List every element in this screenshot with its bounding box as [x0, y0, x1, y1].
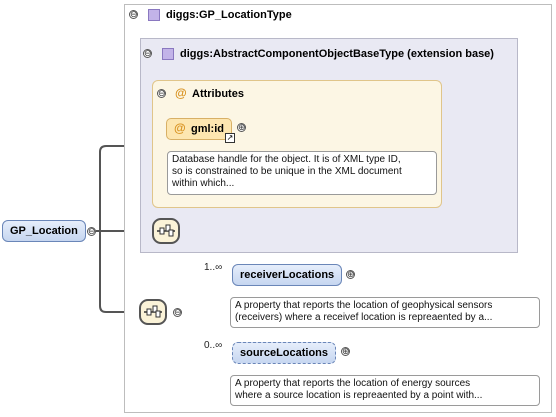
- type-title: diggs:GP_LocationType: [166, 9, 292, 21]
- element-receiver-locations[interactable]: receiverLocations: [232, 264, 343, 286]
- doc-line: A property that reports the location of …: [235, 300, 493, 311]
- attribute-expand-toggle[interactable]: ⊕: [237, 122, 246, 132]
- reference-arrow-icon[interactable]: ↗: [225, 133, 235, 143]
- attributes-collapse-toggle[interactable]: ⊖: [157, 88, 166, 98]
- extension-title: diggs:AbstractComponentObjectBaseType (e…: [180, 48, 494, 60]
- extension-type-icon: [162, 48, 174, 60]
- receiver-documentation: A property that reports the location of …: [230, 297, 540, 328]
- root-collapse-toggle[interactable]: ⊖: [87, 226, 96, 236]
- element-source-locations[interactable]: sourceLocations: [232, 342, 337, 364]
- doc-line: within which...: [172, 178, 235, 189]
- attribute-icon: @: [174, 121, 186, 135]
- attribute-gml-id[interactable]: [166, 118, 232, 140]
- attribute-group-icon: @: [175, 86, 187, 100]
- source-documentation: A property that reports the location of …: [230, 375, 540, 406]
- sequence-compositor-icon[interactable]: [152, 218, 180, 244]
- cardinality-label: 0..∞: [204, 340, 223, 351]
- doc-line: Database handle for the object. It is of…: [172, 154, 401, 165]
- extension-collapse-toggle[interactable]: ⊖: [143, 48, 152, 58]
- doc-line: (receivers) where a receivef location is…: [235, 312, 493, 323]
- sequence-compositor-icon-children[interactable]: [139, 299, 167, 325]
- doc-line: A property that reports the location of …: [235, 378, 471, 389]
- wire-root-to-sequence: [99, 231, 138, 313]
- root-element-gp-location[interactable]: GP_Location: [2, 220, 86, 242]
- attribute-documentation: Database handle for the object. It is of…: [167, 151, 437, 195]
- wire-root-to-attributes: [96, 145, 166, 232]
- cardinality-label: 1..∞: [204, 262, 223, 273]
- attributes-title: Attributes: [192, 88, 244, 100]
- sequence-collapse-toggle[interactable]: ⊖: [173, 307, 182, 317]
- receiver-expand-toggle[interactable]: ⊕: [346, 269, 355, 279]
- attribute-name: gml:id: [191, 123, 224, 135]
- sequence-icon: [157, 224, 175, 237]
- complex-type-icon: [148, 9, 160, 21]
- source-expand-toggle[interactable]: ⊕: [341, 346, 350, 356]
- doc-line: so is constrained to be unique in the XM…: [172, 166, 402, 177]
- sequence-icon: [144, 305, 162, 318]
- type-collapse-toggle[interactable]: ⊖: [129, 9, 138, 19]
- doc-line: where a source location is repreaented b…: [235, 390, 483, 401]
